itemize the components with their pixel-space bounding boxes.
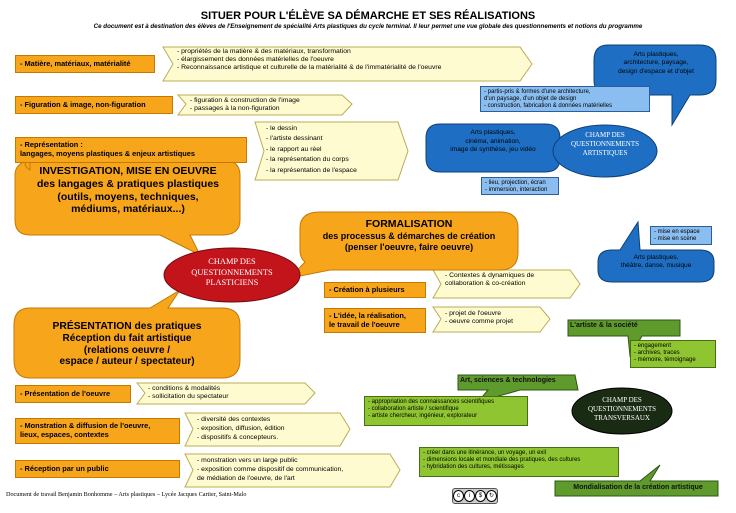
bubble-theatre	[597, 220, 715, 283]
note-arrow-figuration	[176, 94, 353, 116]
bubble-presentation	[13, 289, 241, 379]
label-mondialisation: Mondialisation de la création artistique	[573, 484, 703, 491]
notes-presentation-oeuvre: - conditions & modalités - sollicitation…	[148, 385, 229, 401]
bubble-cinema-text: Arts plastiques, cinéma, animation, imag…	[450, 129, 536, 154]
notes-figuration: - figuration & construction de l'image -…	[190, 97, 300, 113]
label-matiere: - Matière, matériaux, matérialité	[15, 55, 155, 73]
label-presentation-oeuvre: - Présentation de l'oeuvre	[15, 385, 131, 403]
oval-plasticiens-shape	[163, 247, 301, 303]
bubble-cinema	[425, 123, 577, 173]
cc-icon: c	[453, 490, 464, 502]
sa-icon: ↻	[486, 490, 497, 502]
label-monstration: - Monstration & diffusion de l'oeuvre, l…	[15, 418, 180, 444]
notes-matiere: - propriétés de la matière & des matéria…	[177, 48, 442, 72]
notes-representation: - le dessin - l'artiste dessinant - le r…	[266, 125, 357, 174]
label-societe: L'artiste & la société	[570, 322, 638, 329]
by-icon: i	[464, 490, 475, 502]
box-architecture: - partis-pris & formes d'une architectur…	[480, 86, 650, 112]
notes-creation-plusieurs: - Contextes & dynamiques de collaboratio…	[445, 272, 535, 288]
oval-transversaux: CHAMP DES QUESTIONNEMENTS TRANSVERSAUX	[587, 396, 657, 422]
label-reception: - Réception par un public	[15, 460, 180, 478]
box-theatre: - mise en espace - mise en scène	[650, 226, 712, 245]
formalisation-body: des processus & démarches de création (p…	[322, 231, 496, 252]
note-arrow-presentation	[135, 382, 316, 405]
investigation-heading: INVESTIGATION, MISE EN OEUVRE	[39, 165, 217, 177]
bubble-architecture-text: Arts plastiques, architecture, paysage, …	[618, 51, 694, 75]
box-mondialisation: - créer dans une itinérance, un voyage, …	[419, 447, 619, 477]
label-idee: - L'idée, la réalisation, le travail de …	[324, 308, 426, 333]
formalisation-heading: FORMALISATION	[365, 218, 453, 230]
cc-license-badge: c i $ ↻	[452, 488, 498, 504]
notes-monstration: - diversité des contextes - exposition, …	[197, 416, 285, 441]
investigation-body: des langages & pratiques plastiques (out…	[36, 178, 220, 215]
oval-transversaux-shape	[571, 387, 673, 435]
footer-credit: Document de travail Benjamin Bonhomme – …	[6, 491, 247, 498]
bubble-theatre-text: Arts plastiques, théâtre, danse, musique	[620, 254, 692, 270]
note-arrow-plusieurs	[432, 269, 581, 299]
note-arrow-idee	[432, 306, 551, 333]
label-creation-plusieurs: - Création à plusieurs	[324, 282, 426, 298]
bubble-architecture	[593, 44, 717, 127]
note-arrow-representation	[254, 121, 409, 181]
presentation-heading: PRÉSENTATION des pratiques	[52, 321, 202, 332]
label-representation: - Représentation : langages, moyens plas…	[15, 137, 247, 163]
page-subtitle: Ce document est à destination des élèves…	[93, 23, 643, 30]
note-arrow-monstration	[184, 412, 351, 447]
notes-idee: - projet de l'oeuvre - oeuvre comme proj…	[445, 310, 513, 326]
label-shape-mondialisation	[554, 464, 719, 497]
box-sciences: - appropriation des connaissances scient…	[364, 396, 528, 426]
oval-artistiques: CHAMP DES QUESTIONNEMENTS ARTISTIQUES	[570, 131, 640, 157]
bubble-formalisation	[288, 211, 519, 279]
notes-reception: - monstration vers un large public - exp…	[197, 457, 344, 482]
page-title: SITUER POUR L'ÉLÈVE SA DÉMARCHE ET SES R…	[200, 10, 536, 22]
oval-artistiques-shape	[552, 124, 658, 178]
note-arrow-reception	[184, 453, 401, 488]
nc-icon: $	[475, 490, 486, 502]
presentation-body: Réception du fait artistique (relations …	[59, 333, 195, 368]
oval-plasticiens: CHAMP DES QUESTIONNEMENTS PLASTICIENS	[191, 257, 273, 287]
label-figuration: - Figuration & image, non-figuration	[15, 96, 173, 114]
note-arrow-matiere	[162, 46, 533, 82]
box-cinema: - lieu, projection, écran - immersion, i…	[481, 177, 559, 195]
label-sciences: Art, sciences & technologies	[460, 377, 556, 384]
box-societe: - engagement - archives, traces - mémoir…	[630, 340, 716, 368]
